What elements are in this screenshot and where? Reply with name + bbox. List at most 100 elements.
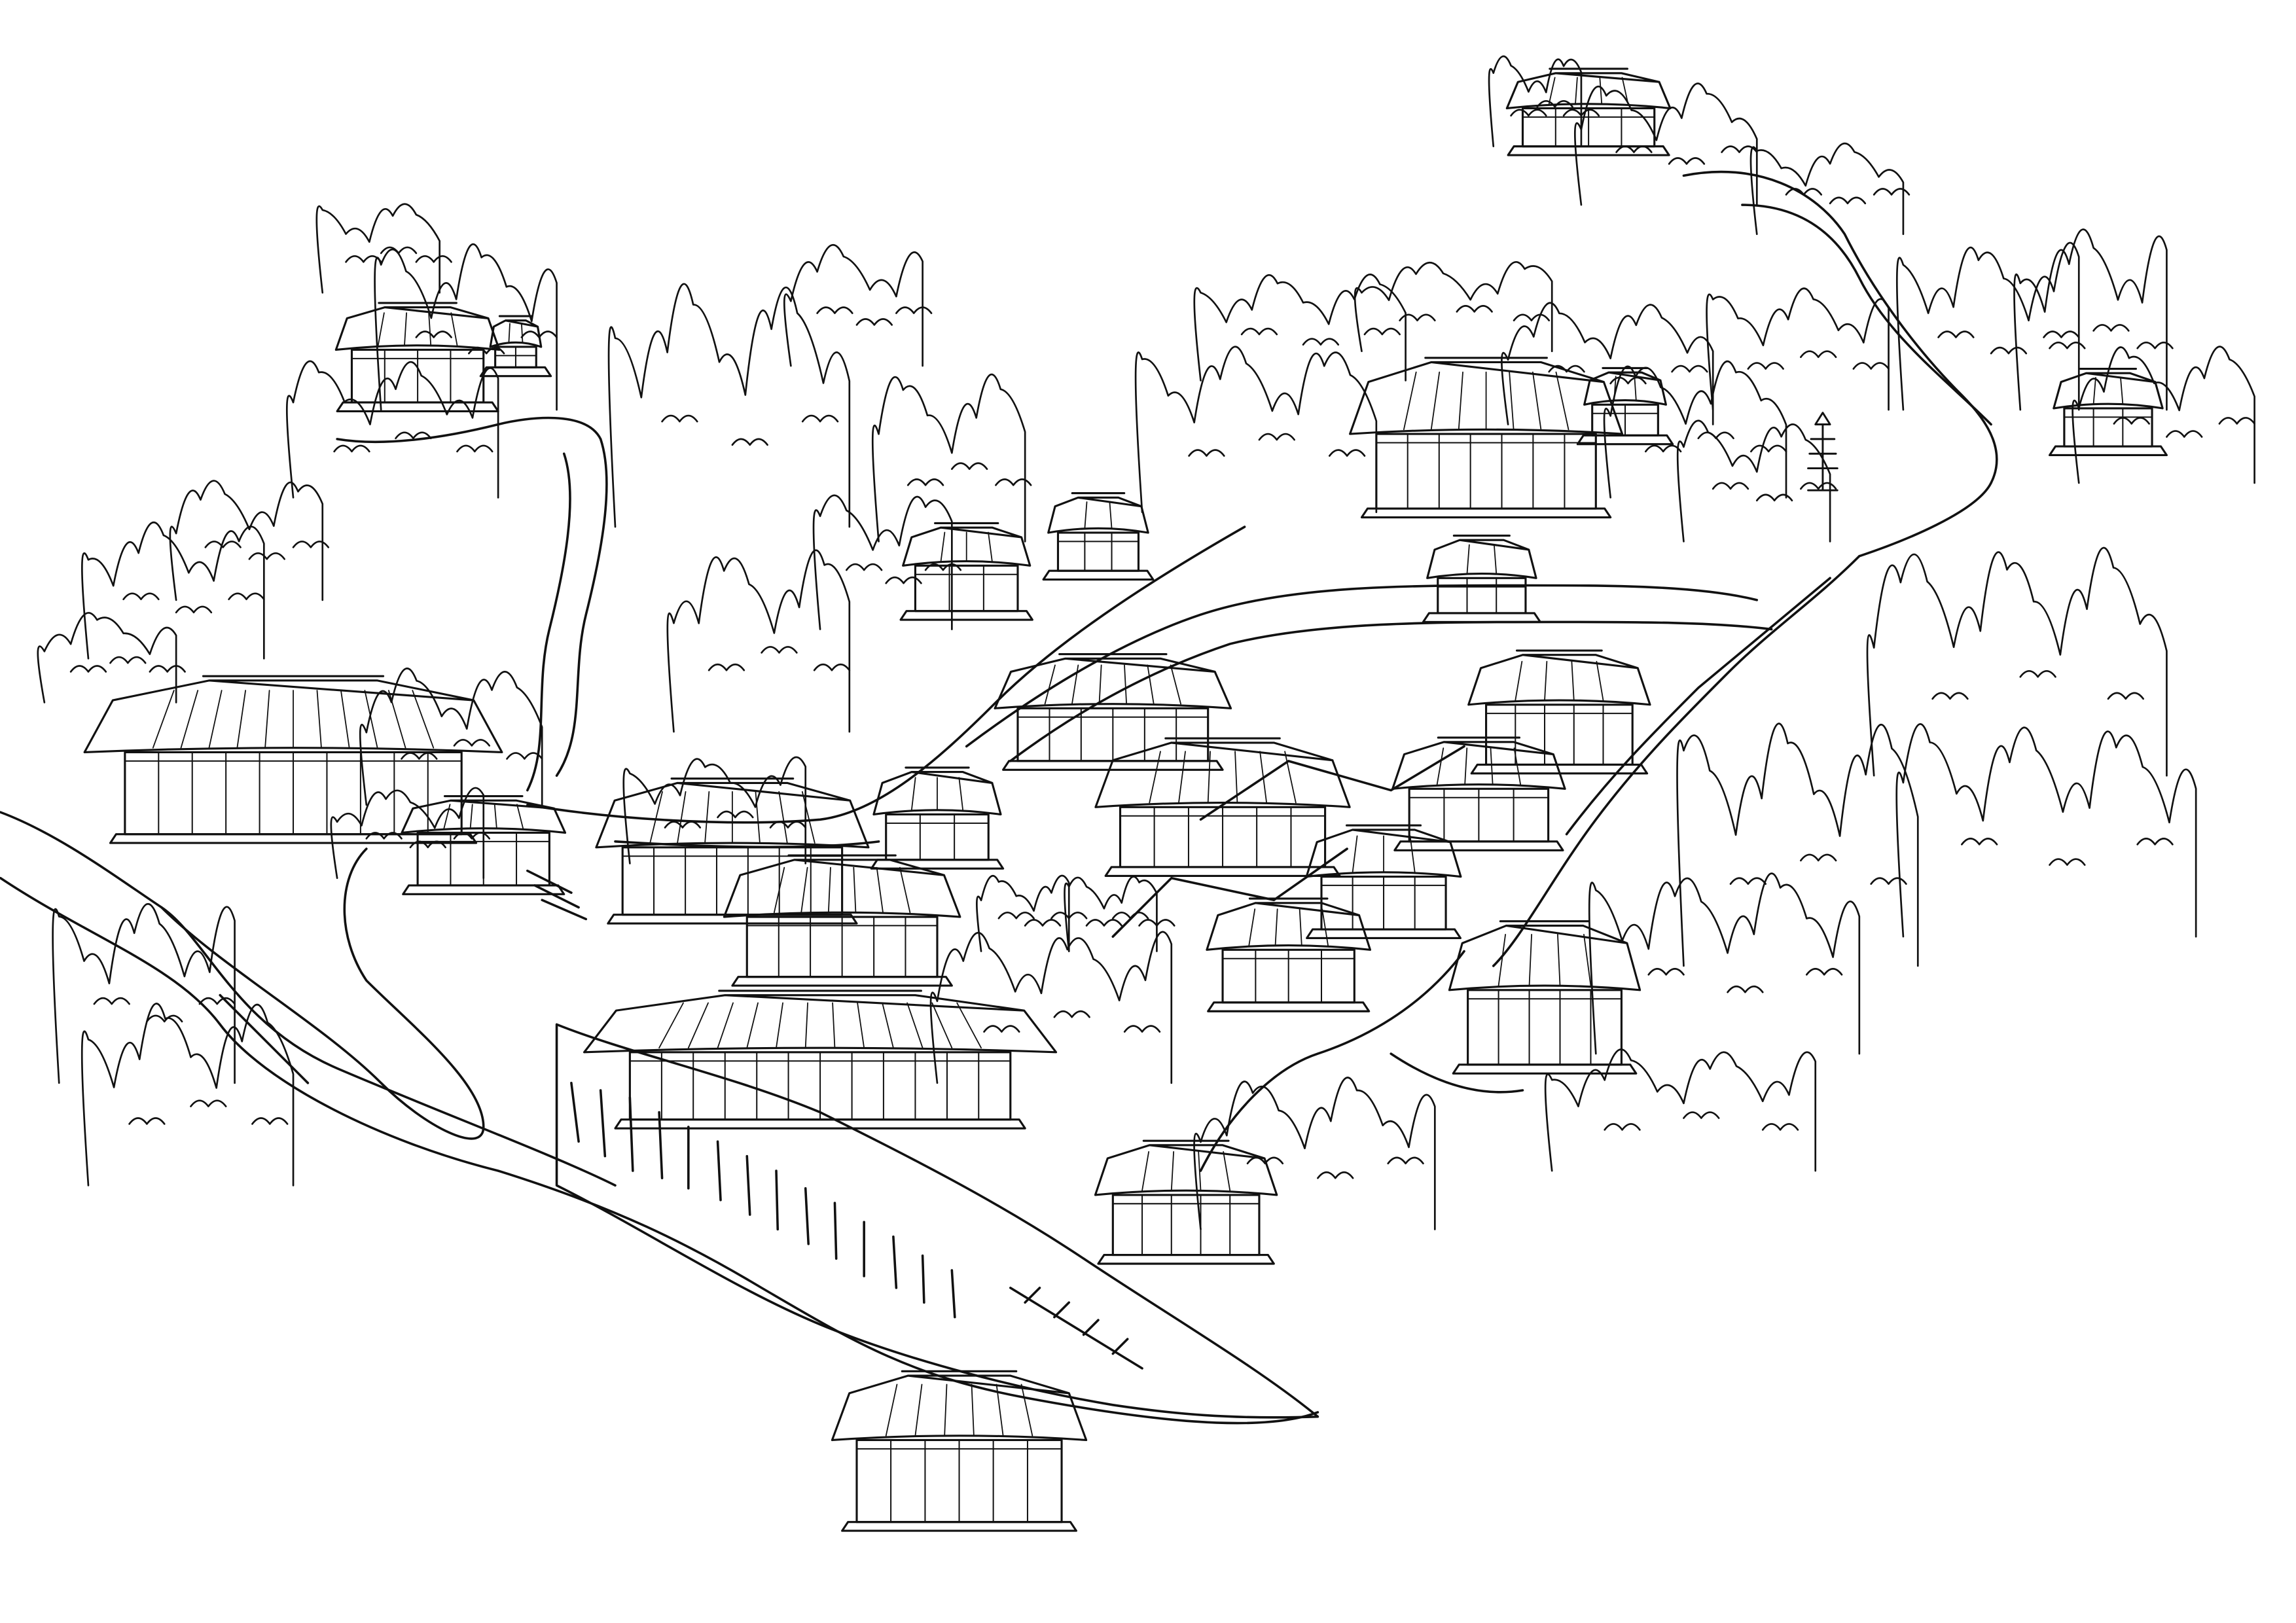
roof-tiles: [1548, 77, 1629, 105]
tree-cluster: [1676, 419, 1831, 543]
columns: [1375, 433, 1597, 510]
roof-tiles: [649, 791, 816, 844]
stone-base: [109, 833, 478, 844]
columns: [855, 1439, 1063, 1523]
stone-base: [479, 366, 552, 378]
roof: [831, 1374, 1088, 1442]
columns: [1119, 806, 1326, 868]
roof: [1305, 829, 1462, 878]
tree-texture: [1604, 1111, 1799, 1131]
east-side-hall-b: [1391, 736, 1566, 851]
tree-cluster: [330, 787, 485, 880]
tree-cluster: [169, 480, 324, 601]
roof-tiles: [1613, 376, 1637, 401]
stone-base: [1422, 612, 1541, 623]
tree-texture: [845, 563, 962, 584]
main-buddha-hall: [1349, 357, 1624, 519]
tree-texture: [1246, 1156, 1424, 1179]
lower-gate-house: [1094, 1139, 1278, 1265]
tree-texture: [1240, 327, 1401, 346]
roof: [83, 679, 503, 753]
tree-texture: [906, 462, 1032, 486]
tree-cluster: [1501, 302, 1714, 425]
stone-base: [1393, 840, 1564, 851]
tree-texture: [1647, 968, 1843, 993]
columns: [885, 813, 990, 861]
roof: [595, 781, 870, 849]
roof-tiles: [885, 1383, 1033, 1436]
tree-texture: [1931, 669, 2144, 700]
roof: [994, 657, 1232, 709]
tree-cluster: [286, 360, 499, 499]
tree-texture: [983, 1010, 1161, 1033]
stone-pagoda: [1807, 412, 1839, 491]
tree-texture: [661, 414, 839, 446]
columns: [1320, 876, 1447, 931]
roof-tiles: [1515, 660, 1604, 701]
roof: [902, 526, 1031, 567]
roof-tiles: [508, 323, 524, 344]
columns: [2063, 407, 2153, 448]
roof: [1467, 654, 1651, 706]
tree-texture: [1188, 433, 1366, 457]
stone-base: [731, 976, 953, 987]
central-lower-hall-b: [723, 854, 961, 987]
corridor-long-hall: [583, 990, 1058, 1130]
far-hermitage: [1505, 67, 1672, 156]
buildings-layer: [83, 67, 2168, 1532]
tree-cluster: [607, 283, 851, 528]
tree-texture: [401, 739, 543, 760]
tree-texture: [204, 541, 330, 560]
stone-base: [336, 401, 499, 412]
roof-tiles: [2092, 377, 2124, 405]
tree-cluster: [1193, 1077, 1436, 1230]
roof: [723, 859, 961, 918]
roof: [401, 799, 567, 834]
roof-tiles: [1248, 908, 1329, 946]
tree-texture: [664, 810, 807, 829]
stone-base: [841, 1521, 1077, 1532]
roof: [1426, 539, 1537, 579]
tree-texture: [345, 246, 452, 263]
tree-cluster: [1573, 82, 1758, 206]
tree-texture: [1712, 482, 1837, 502]
upper-left-hut: [899, 522, 1033, 621]
tree-cluster: [783, 243, 924, 367]
tree-texture: [1085, 911, 1175, 927]
wall-body: [914, 564, 1019, 613]
roof-tiles: [658, 1002, 982, 1049]
wall-body: [885, 813, 990, 861]
tree-texture: [816, 306, 933, 326]
roof: [2053, 372, 2164, 410]
tree-cluster: [2013, 228, 2168, 411]
stone-base: [1452, 1063, 1638, 1075]
stone-base: [1507, 145, 1670, 156]
columns: [629, 1051, 1011, 1120]
columns: [494, 346, 537, 368]
wall-body: [2063, 407, 2153, 448]
tree-texture: [1937, 330, 2080, 355]
tree-cluster: [37, 612, 177, 704]
tree-texture: [128, 1099, 289, 1125]
east-side-hall-a: [1467, 649, 1651, 775]
roof-tiles: [1436, 747, 1522, 785]
tree-cluster: [1354, 261, 1553, 353]
middle-twin-halls: [994, 653, 1232, 771]
roof-tiles: [1044, 664, 1181, 705]
east-hermitage: [2048, 367, 2168, 457]
roof: [1583, 371, 1667, 406]
stone-base: [870, 859, 1005, 870]
columns: [914, 565, 1018, 612]
stone-base: [1576, 434, 1674, 446]
main-raised-pavilion: [1094, 737, 1351, 877]
stone-lantern-gate: [401, 794, 567, 895]
roof: [1448, 924, 1641, 991]
stone-base: [1097, 1254, 1275, 1265]
tree-texture: [1785, 188, 1910, 205]
columns: [622, 846, 843, 916]
roof: [1505, 72, 1672, 110]
roof-tiles: [910, 777, 964, 811]
stone-base: [614, 1118, 1026, 1130]
tree-texture: [2113, 417, 2255, 438]
